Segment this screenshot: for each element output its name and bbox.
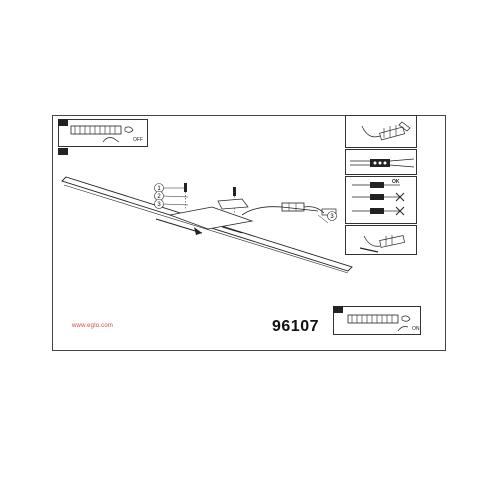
callout-3b-circle: [327, 211, 337, 221]
on-label: ON: [412, 326, 420, 332]
hand-icon: [359, 235, 405, 253]
luminaire-diagram: 1 2 3 3: [61, 176, 353, 274]
power-on-inset: ON: [333, 306, 421, 335]
step-tab: [333, 306, 343, 313]
supply-cable: [241, 206, 319, 216]
connector-inset: [345, 149, 417, 175]
fixing-inset: [345, 225, 417, 255]
callout-3a: 3: [157, 202, 161, 208]
ceiling-plate: [217, 198, 249, 210]
mounting-bracket: [168, 206, 254, 230]
fuse-box-icon: [347, 314, 411, 332]
callout-3a-circle: [154, 199, 164, 209]
model-number: 96107: [272, 318, 319, 335]
screw-icon: [184, 183, 236, 213]
cross-mark-icon: [395, 192, 405, 202]
callout-2: 2: [157, 194, 161, 200]
callout-3b: 3: [330, 214, 334, 220]
terminal-block-icon: [350, 158, 415, 168]
screwdriver-icon: [361, 121, 411, 141]
off-label: OFF: [133, 137, 143, 143]
website-url: www.eglo.com: [72, 323, 114, 329]
screwdriver-inset: [345, 115, 417, 148]
power-off-inset: OFF: [58, 119, 148, 147]
step-1-tab: [58, 148, 68, 155]
fuse-box-icon: [70, 125, 134, 143]
callout-1: 1: [157, 186, 161, 192]
ok-label: OK: [392, 179, 400, 185]
step-tab: [58, 119, 68, 126]
wiring-check-inset: OK: [345, 176, 417, 224]
wire-connector-icon: [352, 182, 405, 216]
